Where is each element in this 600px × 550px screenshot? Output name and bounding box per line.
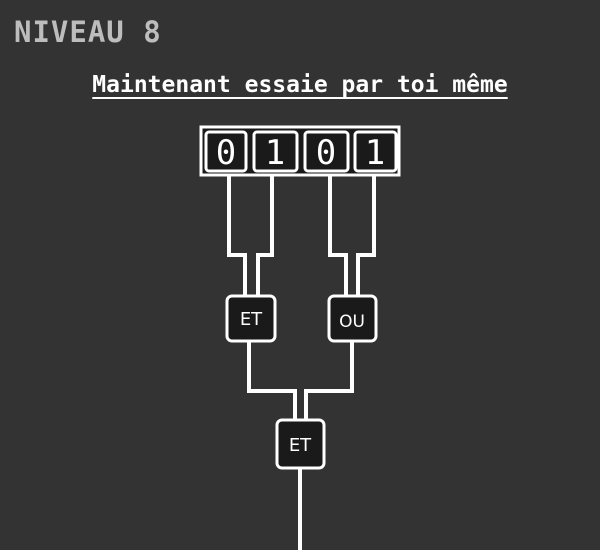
wire-bit3-to-right-gate (328, 173, 348, 297)
wire-right-gate-to-final-gate (304, 341, 354, 421)
input-bit-1[interactable]: 0 (204, 130, 248, 173)
input-bit-4[interactable]: 1 (353, 130, 398, 173)
input-bit-4-value: 1 (365, 133, 385, 173)
input-bit-2-value: 1 (265, 133, 285, 173)
gate-final[interactable]: ET (275, 418, 326, 470)
input-bit-1-value: 0 (216, 133, 236, 173)
gate-right-label: OU (339, 312, 365, 332)
instruction-text: Maintenant essaie par toi même (92, 72, 508, 98)
gate-right[interactable]: OU (327, 294, 378, 343)
input-bit-2[interactable]: 1 (252, 130, 299, 173)
gate-final-label: ET (289, 435, 312, 456)
wires (227, 173, 376, 550)
input-bit-3[interactable]: 0 (303, 130, 350, 173)
gate-left-label: ET (240, 309, 263, 330)
wire-bit4-to-right-gate (356, 173, 376, 297)
input-bits: 0 1 0 1 (199, 125, 401, 177)
wire-bit2-to-left-gate (256, 173, 274, 297)
input-bit-3-value: 0 (316, 133, 336, 173)
wire-left-gate-to-final-gate (247, 341, 297, 421)
gate-left[interactable]: ET (225, 294, 277, 343)
level-title: NIVEAU 8 (14, 15, 162, 49)
wire-bit1-to-left-gate (227, 173, 247, 297)
